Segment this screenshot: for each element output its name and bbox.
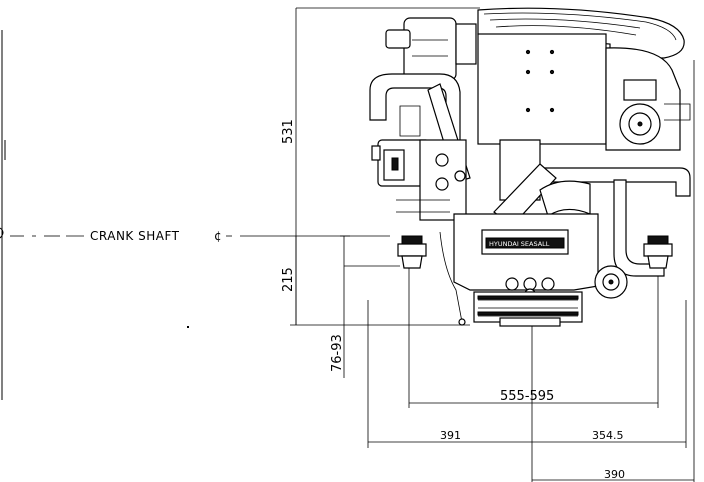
dim-right-offset-label: 354.5: [592, 429, 624, 442]
dimension-390: 390: [532, 60, 695, 482]
centerline-symbol: ¢: [214, 229, 222, 243]
dim-left-offset-label: 391: [440, 429, 461, 442]
dim-mount-width-label: 555-595: [500, 389, 554, 404]
engine-front-view: HYUNDAI SEASALL: [369, 7, 691, 327]
engine-plate-label: HYUNDAI SEASALL: [489, 240, 550, 248]
dim-right-width-label: 390: [604, 468, 625, 481]
crank-shaft-centerline: CRANK SHAFT ¢: [10, 229, 390, 243]
stray-dot: [187, 326, 189, 328]
dimension-215: 215: [281, 236, 297, 325]
dim-mount-range-label: 76-93: [330, 334, 345, 372]
dim-height-lower-label: 215: [281, 267, 296, 292]
dimension-555-595: 555-595: [408, 266, 659, 408]
dimension-391-354: 391 354.5: [367, 300, 687, 482]
crank-shaft-label: CRANK SHAFT: [90, 229, 180, 243]
left-view-fragment: [0, 30, 6, 400]
dim-height-total-label: 531: [281, 119, 296, 144]
dimension-76-93: 76-93: [330, 235, 400, 378]
